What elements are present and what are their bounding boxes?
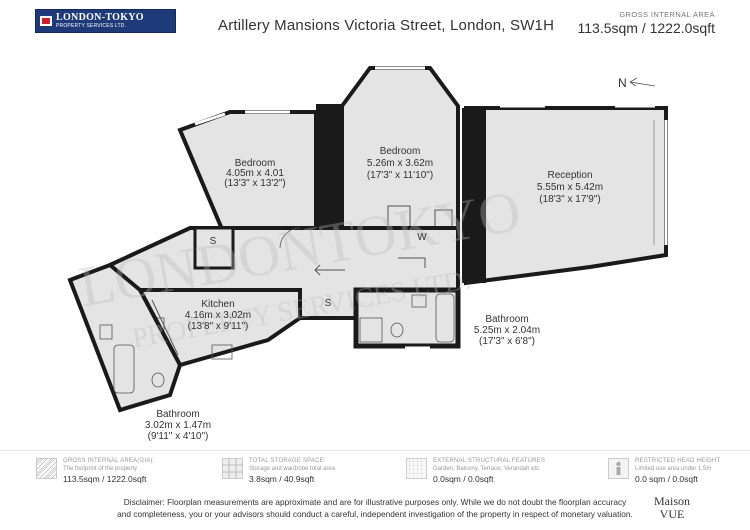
svg-text:N: N [618, 76, 627, 90]
bathroom-1-name: Bathroom [485, 314, 528, 325]
reception-metric: 5.55m x 5.42m [537, 182, 603, 193]
kitchen-metric: 4.16m x 3.02m [185, 310, 251, 321]
property-address: Artillery Mansions Victoria Street, Lond… [218, 17, 555, 34]
stat-gia-title: GROSS INTERNAL AREA(GIA): [63, 458, 155, 464]
bathroom-1 [353, 287, 461, 350]
stat-restricted-value: 0.0 sqm / 0.0sqft [635, 474, 698, 484]
bedroom-2-imperial: (17'3" x 11'10") [367, 170, 433, 181]
reception-imperial: (18'3" x 17'9") [539, 194, 601, 205]
stat-storage-sub: Storage and wardrobe total area [249, 466, 336, 472]
hatched-square-icon [36, 458, 57, 479]
stat-storage-title: TOTAL STORAGE SPACE: [249, 458, 326, 464]
stat-restricted-sub: Limited use area under 1.5m [635, 466, 712, 472]
bedroom-2-metric: 5.26m x 3.62m [367, 158, 433, 169]
bedroom-1-name: Bedroom [235, 158, 276, 169]
dotted-grid-icon [406, 458, 427, 479]
brand-logo: Maison VUE [654, 495, 690, 520]
reception-name: Reception [547, 170, 592, 181]
brand-line-1: Maison [654, 494, 690, 508]
brand-line-2: VUE [659, 506, 685, 521]
company-logo: LONDON-TOKYO PROPERTY SERVICES LTD. [35, 9, 176, 33]
footer-divider [0, 450, 750, 451]
wardrobe-label: W [417, 232, 427, 243]
stat-external-sub: Garden, Balcony, Terrace, Verandah etc. [433, 466, 541, 472]
bathroom-2-name: Bathroom [156, 409, 199, 420]
bathroom-2-imperial: (9'11" x 4'10") [148, 431, 209, 442]
flag-icon [40, 16, 52, 26]
reception-room [462, 104, 668, 286]
disclaimer: Disclaimer: Floorplan measurements are a… [0, 496, 750, 520]
bathroom-1-imperial: (17'3" x 6'8") [479, 336, 535, 347]
bathroom-2 [67, 262, 183, 413]
stat-storage-value: 3.8sqm / 40.9sqft [249, 474, 315, 484]
storage-grid-icon [222, 458, 243, 479]
bedroom-1-metric: 4.05m x 4.01 [226, 168, 284, 179]
disclaimer-line-2: and completeness, you or your advisors s… [117, 509, 633, 520]
floor-plan: N [67, 66, 668, 442]
person-height-icon [608, 458, 629, 479]
stat-restricted-title: RESTRICTED HEAD HEIGHT [635, 458, 721, 464]
stat-gia-sub: The footprint of the property [63, 466, 138, 472]
stat-gia-value: 113.5sqm / 1222.0sqft [63, 474, 147, 484]
stat-external-title: EXTERNAL STRUCTURAL FEATURES [433, 458, 546, 464]
disclaimer-line-1: Disclaimer: Floorplan measurements are a… [123, 497, 627, 507]
storage-label: S [210, 236, 217, 247]
bathroom-2-metric: 3.02m x 1.47m [145, 420, 211, 431]
storage-label-2: S [325, 298, 332, 309]
gia-header-label: GROSS INTERNAL AREA [619, 10, 715, 19]
logo-title: LONDON-TOKYO [56, 12, 144, 23]
stat-external-value: 0.0sqm / 0.0sqft [433, 474, 494, 484]
bedroom-1-imperial: (13'3" x 13'2") [224, 178, 286, 189]
kitchen-name: Kitchen [201, 299, 234, 310]
north-arrow-icon: N [618, 76, 656, 90]
gia-header-value: 113.5sqm / 1222.0sqft [577, 20, 716, 36]
logo-subtitle: PROPERTY SERVICES LTD. [56, 23, 127, 29]
kitchen-imperial: (13'8" x 9'11") [188, 321, 249, 332]
bedroom-2-name: Bedroom [380, 146, 421, 157]
bathroom-1-metric: 5.25m x 2.04m [474, 325, 540, 336]
